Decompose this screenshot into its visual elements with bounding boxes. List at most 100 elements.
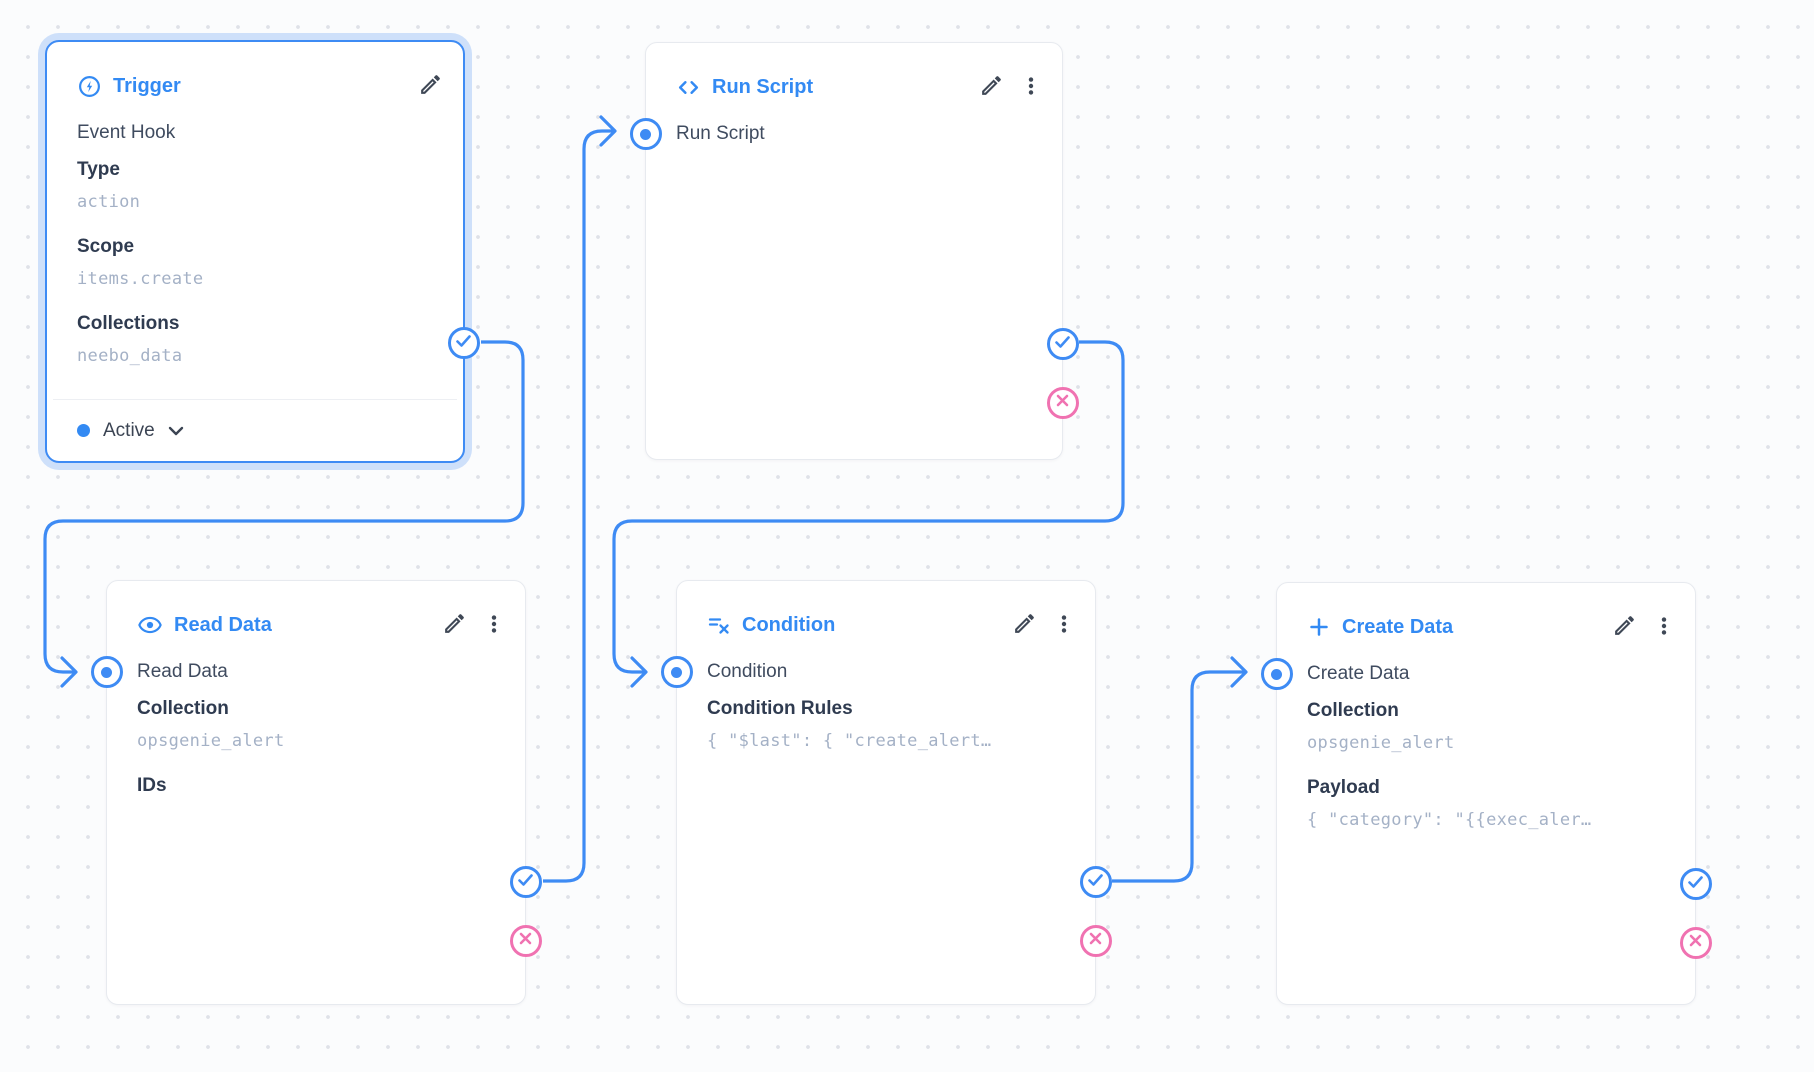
field-label: Collection bbox=[137, 698, 229, 719]
code-icon bbox=[676, 75, 701, 100]
field-value: opsgenie_alert bbox=[1307, 733, 1455, 753]
plus-icon bbox=[1307, 615, 1331, 639]
active-status-dot bbox=[77, 424, 90, 437]
input-dot bbox=[101, 666, 112, 678]
node-run-script-title: Run Script bbox=[676, 75, 813, 100]
wire-run-script-to-condition bbox=[612, 340, 1125, 674]
node-trigger-header: Trigger bbox=[77, 70, 443, 102]
condition-resolve-port[interactable] bbox=[1079, 866, 1112, 898]
condition-reject-port[interactable] bbox=[1079, 925, 1112, 957]
run-script-input-port[interactable] bbox=[629, 118, 662, 150]
edit-button[interactable] bbox=[1612, 613, 1637, 641]
field-value: action bbox=[77, 192, 141, 212]
bolt-circle-icon bbox=[77, 74, 102, 99]
node-trigger[interactable]: Trigger Event Hook Type action Scope ite… bbox=[45, 40, 480, 463]
node-create-data-title: Create Data bbox=[1307, 615, 1453, 639]
check-icon bbox=[518, 873, 533, 891]
read-data-reject-port[interactable] bbox=[509, 925, 542, 957]
wire-trigger-to-read-data bbox=[43, 340, 525, 674]
node-trigger-title: Trigger bbox=[77, 74, 181, 99]
field-label: Collections bbox=[77, 313, 180, 334]
node-condition-title: Condition bbox=[707, 613, 835, 637]
input-dot bbox=[1271, 668, 1282, 680]
field-value: items.create bbox=[77, 269, 204, 289]
kebab-menu-icon bbox=[1653, 615, 1675, 640]
pencil-icon bbox=[1612, 613, 1637, 641]
kebab-menu-icon bbox=[1053, 613, 1075, 638]
pencil-icon bbox=[979, 73, 1004, 101]
input-dot bbox=[671, 666, 682, 678]
read-data-resolve-port[interactable] bbox=[509, 866, 542, 898]
operation-name: Create Data bbox=[1307, 663, 1410, 684]
kebab-menu-icon bbox=[483, 613, 505, 638]
node-run-script-header: Run Script bbox=[676, 71, 1042, 103]
field-label: Payload bbox=[1307, 777, 1380, 798]
run-script-reject-port[interactable] bbox=[1046, 387, 1079, 419]
field-label: Scope bbox=[77, 236, 135, 257]
node-menu-button[interactable] bbox=[1020, 75, 1042, 100]
node-create-data[interactable]: Create Data Create Data Collection opsge… bbox=[1260, 582, 1712, 1005]
eye-icon bbox=[137, 612, 163, 638]
pencil-icon bbox=[442, 611, 467, 639]
create-data-reject-port[interactable] bbox=[1679, 927, 1712, 959]
field-label: Condition Rules bbox=[707, 698, 853, 719]
arrowhead-condition bbox=[630, 656, 648, 688]
flow-status-toggle[interactable]: Active bbox=[53, 399, 457, 461]
node-menu-button[interactable] bbox=[1053, 613, 1075, 638]
edit-button[interactable] bbox=[979, 73, 1004, 101]
field-label: Collection bbox=[1307, 700, 1399, 721]
trigger-resolve-port[interactable] bbox=[447, 327, 480, 359]
node-menu-button[interactable] bbox=[1653, 615, 1675, 640]
field-label: Type bbox=[77, 159, 120, 180]
node-read-data-header: Read Data bbox=[137, 609, 505, 641]
x-icon bbox=[519, 932, 532, 950]
create-data-resolve-port[interactable] bbox=[1679, 868, 1712, 900]
condition-input-port[interactable] bbox=[660, 656, 693, 688]
node-create-data-header: Create Data bbox=[1307, 611, 1675, 643]
check-icon bbox=[1088, 873, 1103, 891]
field-value: { "$last": { "create_alert… bbox=[707, 731, 992, 751]
check-icon bbox=[1055, 335, 1070, 353]
input-dot bbox=[640, 128, 651, 140]
edit-button[interactable] bbox=[442, 611, 467, 639]
node-title-label: Trigger bbox=[113, 74, 181, 97]
field-label: IDs bbox=[137, 775, 167, 796]
pencil-icon bbox=[418, 72, 443, 100]
read-data-input-port[interactable] bbox=[90, 656, 123, 688]
create-data-input-port[interactable] bbox=[1260, 658, 1293, 690]
field-value: { "category": "{{exec_aler… bbox=[1307, 810, 1592, 830]
node-title-label: Read Data bbox=[174, 613, 272, 636]
node-title-label: Create Data bbox=[1342, 615, 1454, 638]
check-icon bbox=[1688, 875, 1703, 893]
edit-button[interactable] bbox=[418, 72, 443, 100]
status-label: Active bbox=[103, 419, 155, 441]
arrowhead-create-data bbox=[1230, 656, 1248, 688]
node-read-data-title: Read Data bbox=[137, 612, 272, 638]
x-icon bbox=[1689, 934, 1702, 952]
check-icon bbox=[456, 334, 471, 352]
node-title-label: Condition bbox=[742, 613, 836, 636]
rule-icon bbox=[707, 613, 731, 637]
node-title-label: Run Script bbox=[712, 75, 814, 98]
run-script-resolve-port[interactable] bbox=[1046, 328, 1079, 360]
node-condition-header: Condition bbox=[707, 609, 1075, 641]
operation-name: Read Data bbox=[137, 661, 228, 682]
arrowhead-run-script bbox=[599, 115, 617, 147]
operation-name: Condition bbox=[707, 661, 788, 682]
field-value: opsgenie_alert bbox=[137, 731, 285, 751]
wire-condition-to-create-data bbox=[1112, 670, 1244, 883]
wire-read-data-to-run-script bbox=[543, 129, 613, 883]
trigger-kind: Event Hook bbox=[77, 122, 176, 143]
node-run-script[interactable]: Run Script Run Script bbox=[629, 42, 1079, 460]
x-icon bbox=[1056, 394, 1069, 412]
node-menu-button[interactable] bbox=[483, 613, 505, 638]
node-condition[interactable]: Condition Condition Condition Rules { "$… bbox=[660, 580, 1112, 1005]
kebab-menu-icon bbox=[1020, 75, 1042, 100]
edit-button[interactable] bbox=[1012, 611, 1037, 639]
pencil-icon bbox=[1012, 611, 1037, 639]
node-read-data[interactable]: Read Data Read Data Collection opsgenie_… bbox=[90, 580, 542, 1005]
operation-name: Run Script bbox=[676, 123, 765, 144]
x-icon bbox=[1089, 932, 1102, 950]
